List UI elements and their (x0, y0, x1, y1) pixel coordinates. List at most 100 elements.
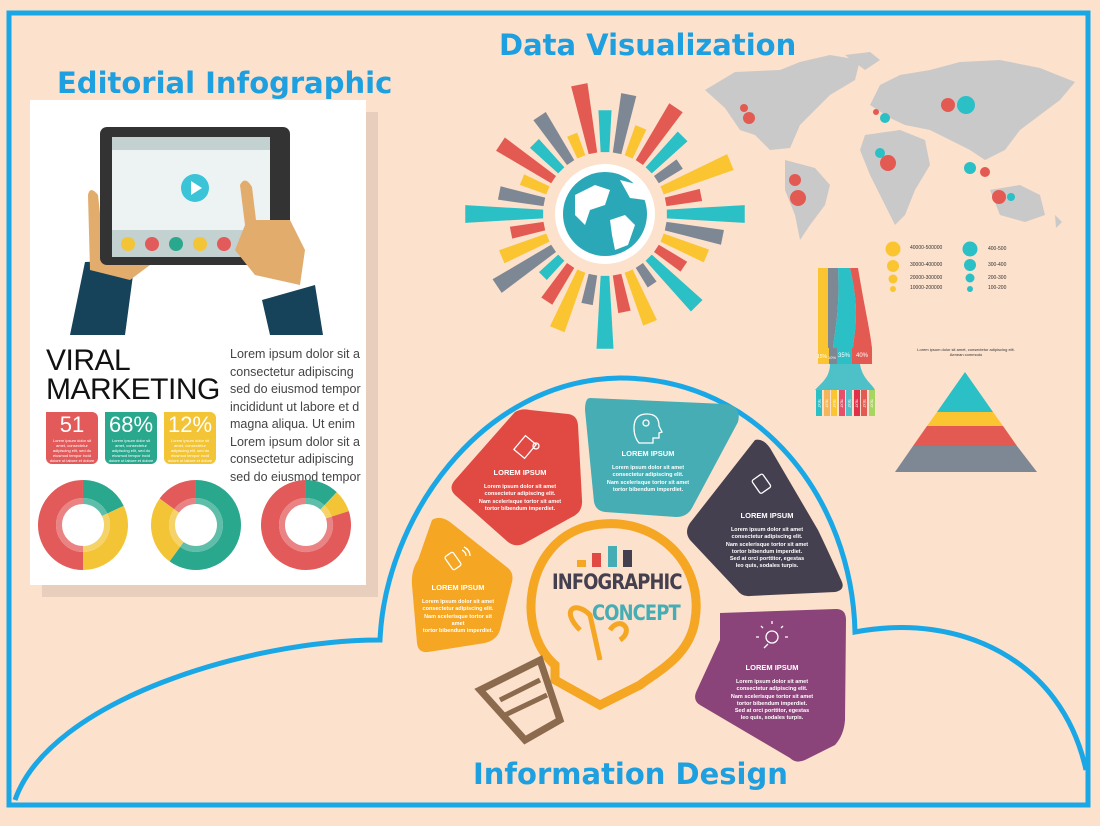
segment-line: Nam scelerisque tortor sit amet (478, 498, 562, 505)
sunburst-ray (654, 244, 688, 272)
bar-chart-icon (577, 546, 632, 567)
body-line: magna aliqua. Ut enim (230, 417, 356, 431)
segment-title: LOREM IPSUM (745, 663, 799, 672)
pyramid-caption-line-1: Lorem ipsum dolor sit amet, consectetur … (917, 347, 1015, 352)
tablet-icon (751, 473, 772, 494)
stat-value: 68% (108, 412, 154, 437)
smartphone-icon (444, 546, 471, 571)
tablet-dot[interactable] (145, 237, 159, 251)
funnel-chart (815, 268, 875, 390)
segment-title: LOREM IPSUM (493, 468, 547, 477)
segment-title: LOREM IPSUM (431, 583, 485, 592)
body-line: sed do eiusmod tempor (230, 469, 361, 484)
stat-box: 12%Lorem ipsum dolor sit amet, consectet… (164, 412, 216, 464)
document-gear-icon (512, 434, 540, 460)
segment-teal[interactable] (585, 398, 739, 517)
segment-title: LOREM IPSUM (621, 449, 675, 458)
sunburst-ray (624, 269, 657, 326)
segment-line: Nam scelerisque tortor sit amet (606, 479, 690, 486)
sunburst-ray (567, 132, 586, 159)
body-line: incididunt ut labore et d (230, 399, 360, 414)
sunburst-ray (660, 154, 734, 195)
pyramid-caption-line-2: Aenean commodo (949, 352, 983, 357)
donut-segment (82, 480, 124, 514)
lightbulb-icon (756, 621, 788, 649)
sunburst-ray (465, 205, 544, 223)
outer-border (6, 10, 1091, 808)
funnel-percent: 10% (828, 355, 837, 360)
donut-inner-ring (279, 498, 333, 552)
funnel-percent: 15% (817, 354, 828, 360)
sunburst-ray (496, 137, 556, 184)
sunburst-ray (596, 275, 614, 349)
map-markers (740, 96, 1015, 206)
lightbulb-graphic (526, 519, 701, 711)
headline-line-2: MARKETING (46, 373, 220, 406)
segment-red[interactable] (451, 409, 583, 546)
sunburst-ray (497, 186, 546, 207)
legend-label-teal: 200-300 (988, 275, 1007, 281)
pyramid-caption: Lorem ipsum dolor sit amet, consectetur … (912, 347, 1020, 357)
donut-segment (38, 480, 84, 570)
segment-line: consectetur adipiscing elit. (736, 686, 808, 693)
sunburst-ray (666, 205, 745, 223)
world-map (705, 52, 1075, 240)
segment-line: leo quis, sodales turpis. (740, 715, 804, 722)
donut-inner-ring (174, 498, 197, 513)
tablet-dot[interactable] (169, 237, 183, 251)
segment-line: tortor bibendum imperdiet. (736, 700, 808, 707)
headline-line-1: VIRAL (46, 344, 131, 377)
sunburst-ray (598, 110, 612, 153)
sunburst-chart (465, 83, 745, 349)
sunburst-ray (499, 233, 550, 264)
sunburst-ray (581, 273, 598, 306)
legend-label-yellow: 40000-500000 (910, 245, 943, 251)
segment-line: tortor bibendum imperdiet. (612, 486, 684, 493)
body-line: consectetur adipiscing (230, 364, 354, 379)
sunburst-ray (492, 244, 556, 293)
body-line: consectetur adipiscing (230, 452, 354, 466)
donut-segment (261, 480, 351, 570)
body-line: Lorem ipsum dolor sit a (230, 434, 360, 449)
segment-dark[interactable] (687, 439, 843, 597)
legend-label-yellow: 20000-300000 (910, 275, 943, 281)
globe-icon (563, 172, 647, 256)
tablet-dot[interactable] (121, 237, 135, 251)
donut-segment (159, 480, 197, 510)
title-data-visualization: Data Visualization (499, 28, 797, 62)
segment-purple[interactable] (695, 609, 846, 762)
sunburst-ray (549, 269, 586, 333)
legend-label-teal: 400-500 (988, 246, 1007, 252)
sunburst-ray (509, 221, 546, 239)
title-editorial-infographic: Editorial Infographic (57, 66, 393, 100)
segment-orange[interactable] (411, 517, 513, 653)
cloud-outline (12, 375, 1089, 801)
body-text: Lorem ipsum dolor sit a consectetur adipi… (230, 346, 366, 486)
sunburst-ray (538, 254, 565, 281)
donut-segment (151, 498, 181, 562)
segment-line: Lorem ipsum dolor sit amet (421, 599, 495, 605)
body-line: Lorem ipsum dolor sit a (230, 347, 360, 361)
tablet-dot[interactable] (217, 237, 231, 251)
stat-text: Lorem ipsum dolor sit amet, consectetur … (108, 438, 154, 463)
stat-text: Lorem ipsum dolor sit amet, consectetur … (49, 438, 95, 463)
stat-text: Lorem ipsum dolor sit amet, consectetur … (167, 438, 213, 463)
sunburst-ray (529, 138, 565, 174)
stat-value: 12% (167, 412, 213, 437)
segment-line: consectetur adipiscing elit. (422, 606, 494, 613)
sunburst-ray (541, 263, 575, 305)
bulb-base (474, 655, 565, 745)
tablet-dot[interactable] (193, 237, 207, 251)
donut-inner-ring (82, 513, 110, 552)
donut-inner-ring (305, 498, 325, 510)
funnel-percent: 35% (838, 353, 851, 359)
